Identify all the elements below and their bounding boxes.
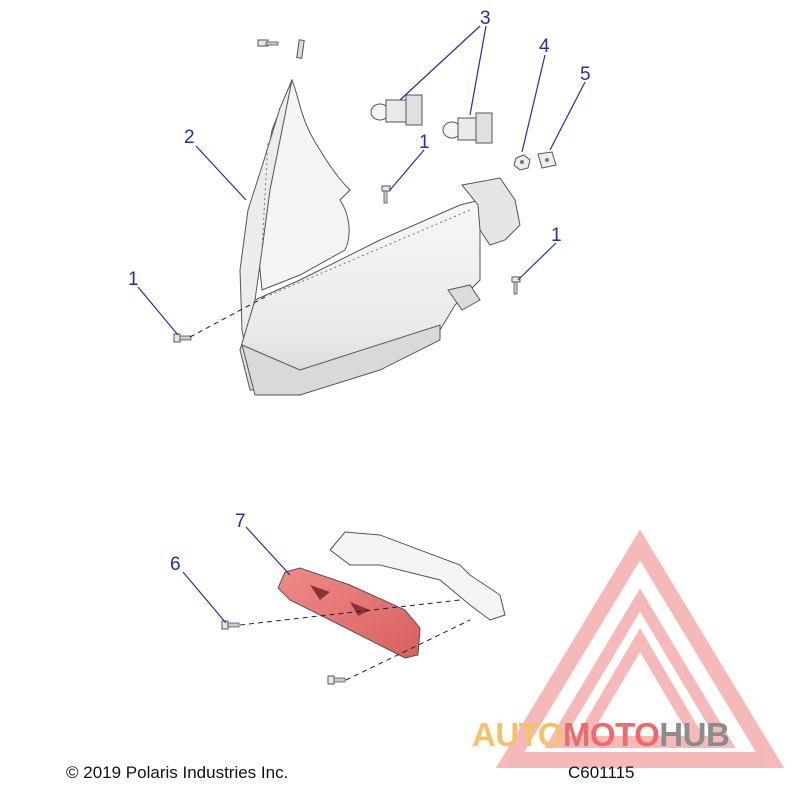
callout-5: 5 (580, 64, 591, 85)
callout-2: 2 (184, 127, 195, 148)
callout-3: 3 (480, 8, 491, 29)
headlight-housing-back (257, 78, 351, 291)
callout-1-left: 1 (128, 269, 139, 290)
callout-1-right: 1 (551, 225, 562, 246)
headlight-assembly (239, 78, 521, 396)
logo-text-hub: HUB (659, 716, 730, 753)
callout-1-center: 1 (419, 132, 430, 153)
copyright-text: © 2019 Polaris Industries Inc. (66, 763, 289, 782)
logo-text-moto: MOTO (562, 716, 660, 753)
screw-6-lower (327, 675, 346, 685)
leader-1-center (389, 149, 425, 191)
clip-top (296, 39, 305, 59)
nut (513, 154, 531, 171)
dashed-line-tail-lower (345, 619, 471, 681)
leader-4 (521, 54, 546, 153)
leader-1-left (137, 286, 179, 336)
leader-2 (195, 145, 247, 201)
watermark-logo-text: AUTOMOTOHUB (472, 716, 730, 754)
screw-1-center (381, 185, 391, 204)
leader-7 (245, 526, 291, 576)
screw-1-left (173, 333, 192, 343)
tail-light-bracket (329, 531, 506, 621)
clip-nut (537, 151, 557, 169)
bulb-right (442, 112, 493, 144)
diagram-code: C601115 (568, 763, 635, 782)
callout-7: 7 (235, 511, 246, 532)
leader-5 (549, 81, 586, 151)
headlight-mount-tab (447, 284, 481, 311)
bulb-left (370, 94, 423, 126)
leader-6 (182, 571, 227, 624)
headlight-lens-lower (241, 324, 441, 396)
leader-1-right (517, 242, 557, 281)
callout-4: 4 (539, 36, 550, 57)
screw-top-left (257, 39, 279, 47)
logo-text-auto: AUTO (472, 716, 563, 753)
leader-3b (469, 25, 487, 116)
headlight-lens (239, 199, 481, 391)
callout-6: 6 (170, 554, 181, 575)
headlight-mount-bracket (461, 177, 521, 246)
watermark-logo-triangle (495, 529, 785, 768)
leader-3a (399, 25, 481, 101)
screw-1-right (511, 276, 521, 295)
dashed-line-tail-upper (239, 599, 461, 626)
